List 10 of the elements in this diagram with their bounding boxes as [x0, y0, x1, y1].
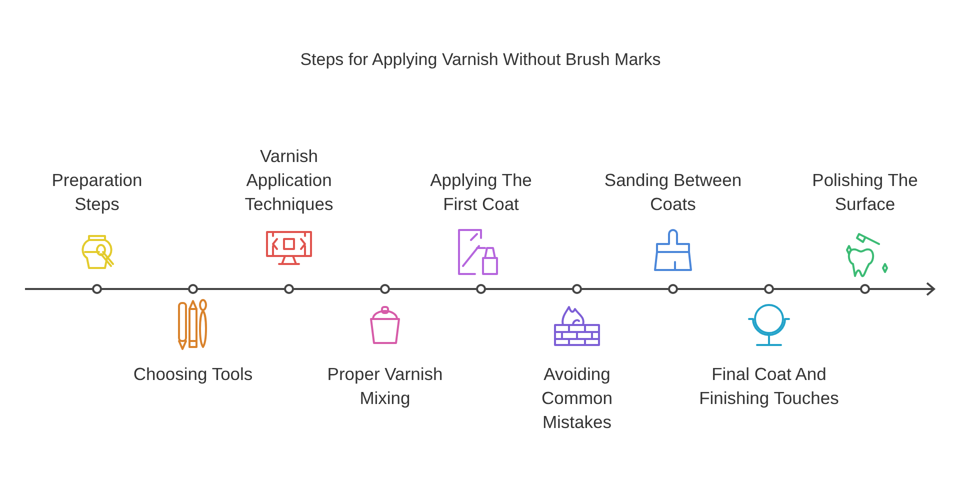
step-label: Choosing Tools — [133, 364, 253, 384]
step-label: Final Coat And Finishing Touches — [699, 364, 839, 408]
step-label: Preparation Steps — [52, 170, 142, 214]
step-label: Proper Varnish Mixing — [327, 364, 443, 408]
step-label: Varnish Application Techniques — [244, 146, 334, 214]
step-label: Avoiding Common Mistakes — [542, 364, 612, 432]
step-label: Applying The First Coat — [430, 170, 532, 214]
step-label: Sanding Between Coats — [604, 170, 742, 214]
diagram-title: Steps for Applying Varnish Without Brush Marks — [299, 50, 662, 70]
step-label: Polishing The Surface — [812, 170, 918, 214]
